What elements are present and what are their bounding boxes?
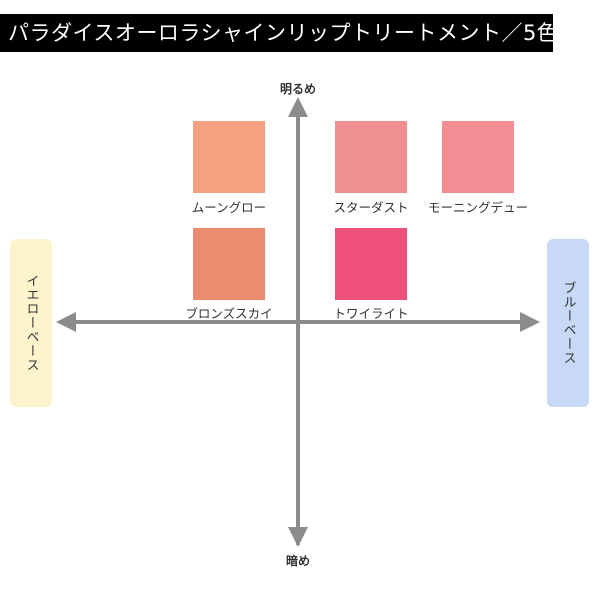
yellow-base-label: イエローベース [23, 274, 39, 372]
swatch-stardust [335, 121, 407, 193]
swatch-bronzesky [193, 228, 265, 300]
swatch-label-bronzesky: ブロンズスカイ [185, 306, 273, 321]
page-title: パラダイスオーロラシャインリップトリートメント／5色 [0, 14, 553, 52]
axis-label-bright: 明るめ [279, 82, 316, 96]
blue-base-tag: ブルーベース [547, 239, 589, 407]
swatch-twilight [335, 228, 407, 300]
yellow-base-tag: イエローベース [10, 239, 52, 407]
blue-base-label: ブルーベース [560, 281, 576, 365]
swatch-label-twilight: トワイライト [333, 306, 409, 321]
swatch-label-stardust: スターダスト [333, 200, 409, 215]
swatch-moonglow [193, 121, 265, 193]
swatch-morningdew [442, 121, 514, 193]
axis-label-dark: 暗め [285, 554, 310, 568]
swatch-label-moonglow: ムーングロー [191, 200, 267, 215]
swatch-label-morningdew: モーニングデュー [427, 200, 528, 215]
